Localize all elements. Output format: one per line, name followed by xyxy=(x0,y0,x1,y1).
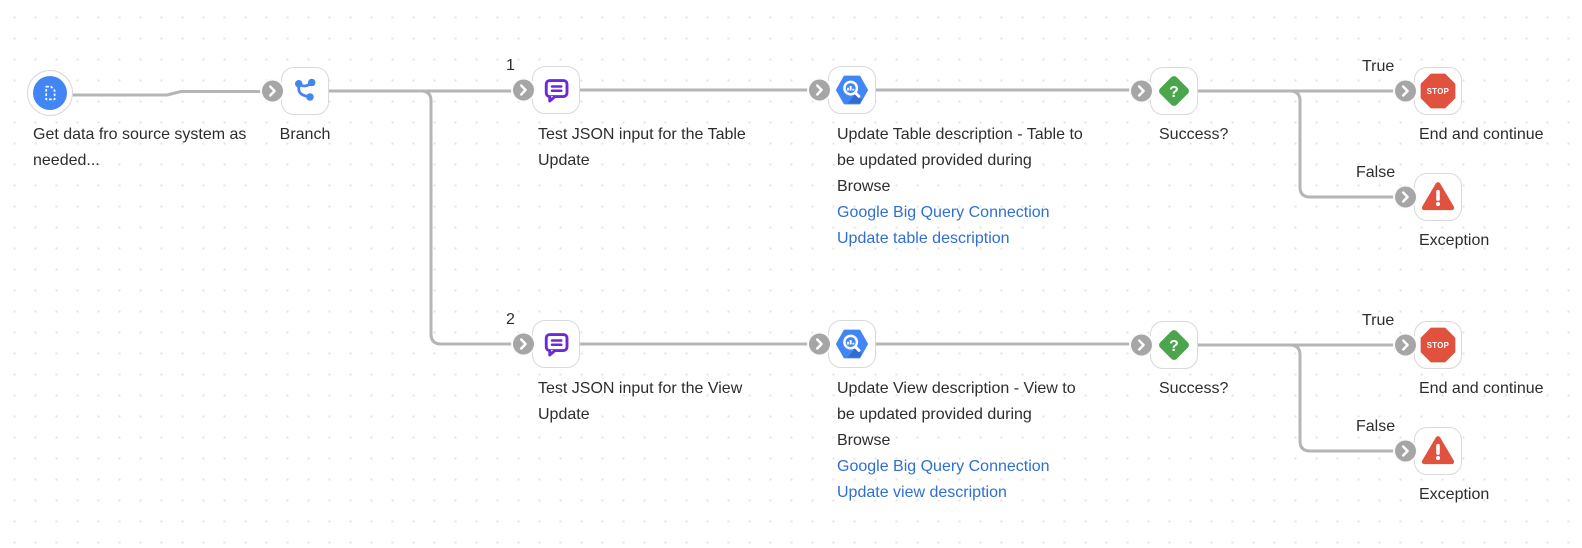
success-node-2[interactable]: ? xyxy=(1131,321,1198,369)
exception-node-1[interactable] xyxy=(1395,173,1462,221)
input-port[interactable] xyxy=(809,79,830,101)
update-description-block: Update Table description - Table to be u… xyxy=(837,122,1089,252)
success-node-1[interactable]: ? xyxy=(1131,67,1198,115)
test-json-node-1[interactable] xyxy=(513,66,580,114)
chevron-right-icon xyxy=(520,338,527,350)
svg-text:?: ? xyxy=(1169,338,1179,355)
chevron-right-icon xyxy=(1402,339,1409,351)
warning-triangle-icon xyxy=(1421,182,1455,211)
exception-node-2[interactable] xyxy=(1395,427,1462,475)
chevron-right-icon xyxy=(816,338,823,350)
branch-index-label: 1 xyxy=(506,57,515,74)
input-port[interactable] xyxy=(1395,80,1416,102)
end-label: End and continue xyxy=(1419,126,1544,143)
chevron-right-icon xyxy=(269,85,276,97)
branch-node[interactable] xyxy=(262,67,329,115)
chevron-right-icon xyxy=(1138,339,1145,351)
input-port[interactable] xyxy=(262,80,283,102)
svg-text:?: ? xyxy=(1169,84,1179,101)
chat-icon xyxy=(544,333,569,357)
test-json-label: Test JSON input for the View Update xyxy=(538,380,743,423)
operation-link[interactable]: Update view description xyxy=(837,484,1007,501)
success-label: Success? xyxy=(1159,380,1229,397)
test-json-node-2[interactable] xyxy=(513,320,580,368)
end-node-1[interactable]: STOP xyxy=(1395,67,1462,115)
input-port[interactable] xyxy=(809,333,830,355)
input-port[interactable] xyxy=(513,79,534,101)
input-port[interactable] xyxy=(1131,334,1152,356)
input-port[interactable] xyxy=(1395,186,1416,208)
chevron-right-icon xyxy=(816,84,823,96)
question-diamond-icon: ? xyxy=(1159,330,1189,360)
document-icon xyxy=(33,76,67,110)
success-label: Success? xyxy=(1159,126,1229,143)
chevron-right-icon xyxy=(520,84,527,96)
input-port[interactable] xyxy=(513,333,534,355)
true-label: True xyxy=(1362,58,1395,75)
bigquery-icon xyxy=(835,329,869,359)
question-diamond-icon: ? xyxy=(1159,76,1189,106)
branch-icon xyxy=(295,78,316,101)
chevron-right-icon xyxy=(1402,191,1409,203)
update-description-block: Update View description - View to be upd… xyxy=(837,376,1089,506)
stop-icon: STOP xyxy=(1420,73,1456,109)
bigquery-node-2[interactable] xyxy=(809,320,876,368)
chat-icon xyxy=(544,79,569,103)
operation-link[interactable]: Update table description xyxy=(837,230,1010,247)
branch-label: Branch xyxy=(279,126,331,143)
chevron-right-icon xyxy=(1402,85,1409,97)
false-label: False xyxy=(1356,418,1396,435)
connection-link[interactable]: Google Big Query Connection xyxy=(837,204,1050,221)
update-description-label: Update View description - View to be upd… xyxy=(837,380,1076,449)
branch-index-label: 2 xyxy=(506,311,515,328)
test-json-label: Test JSON input for the Table Update xyxy=(538,126,746,169)
source-label: Get data fro source system as needed... xyxy=(33,126,247,169)
exception-label: Exception xyxy=(1419,486,1490,503)
input-port[interactable] xyxy=(1131,80,1152,102)
chevron-right-icon xyxy=(1402,445,1409,457)
source-node[interactable] xyxy=(27,70,73,116)
update-description-label: Update Table description - Table to be u… xyxy=(837,126,1083,195)
true-label: True xyxy=(1362,312,1395,329)
warning-triangle-icon xyxy=(1421,436,1455,465)
chevron-right-icon xyxy=(1138,85,1145,97)
false-label: False xyxy=(1356,164,1396,181)
stop-icon: STOP xyxy=(1420,327,1456,363)
connection-link[interactable]: Google Big Query Connection xyxy=(837,458,1050,475)
bigquery-icon xyxy=(835,75,869,105)
end-node-2[interactable]: STOP xyxy=(1395,321,1462,369)
svg-text:STOP: STOP xyxy=(1427,87,1449,96)
exception-label: Exception xyxy=(1419,232,1490,249)
svg-text:STOP: STOP xyxy=(1427,341,1449,350)
end-label: End and continue xyxy=(1419,380,1544,397)
bigquery-node-1[interactable] xyxy=(809,66,876,114)
input-port[interactable] xyxy=(1395,334,1416,356)
input-port[interactable] xyxy=(1395,440,1416,462)
